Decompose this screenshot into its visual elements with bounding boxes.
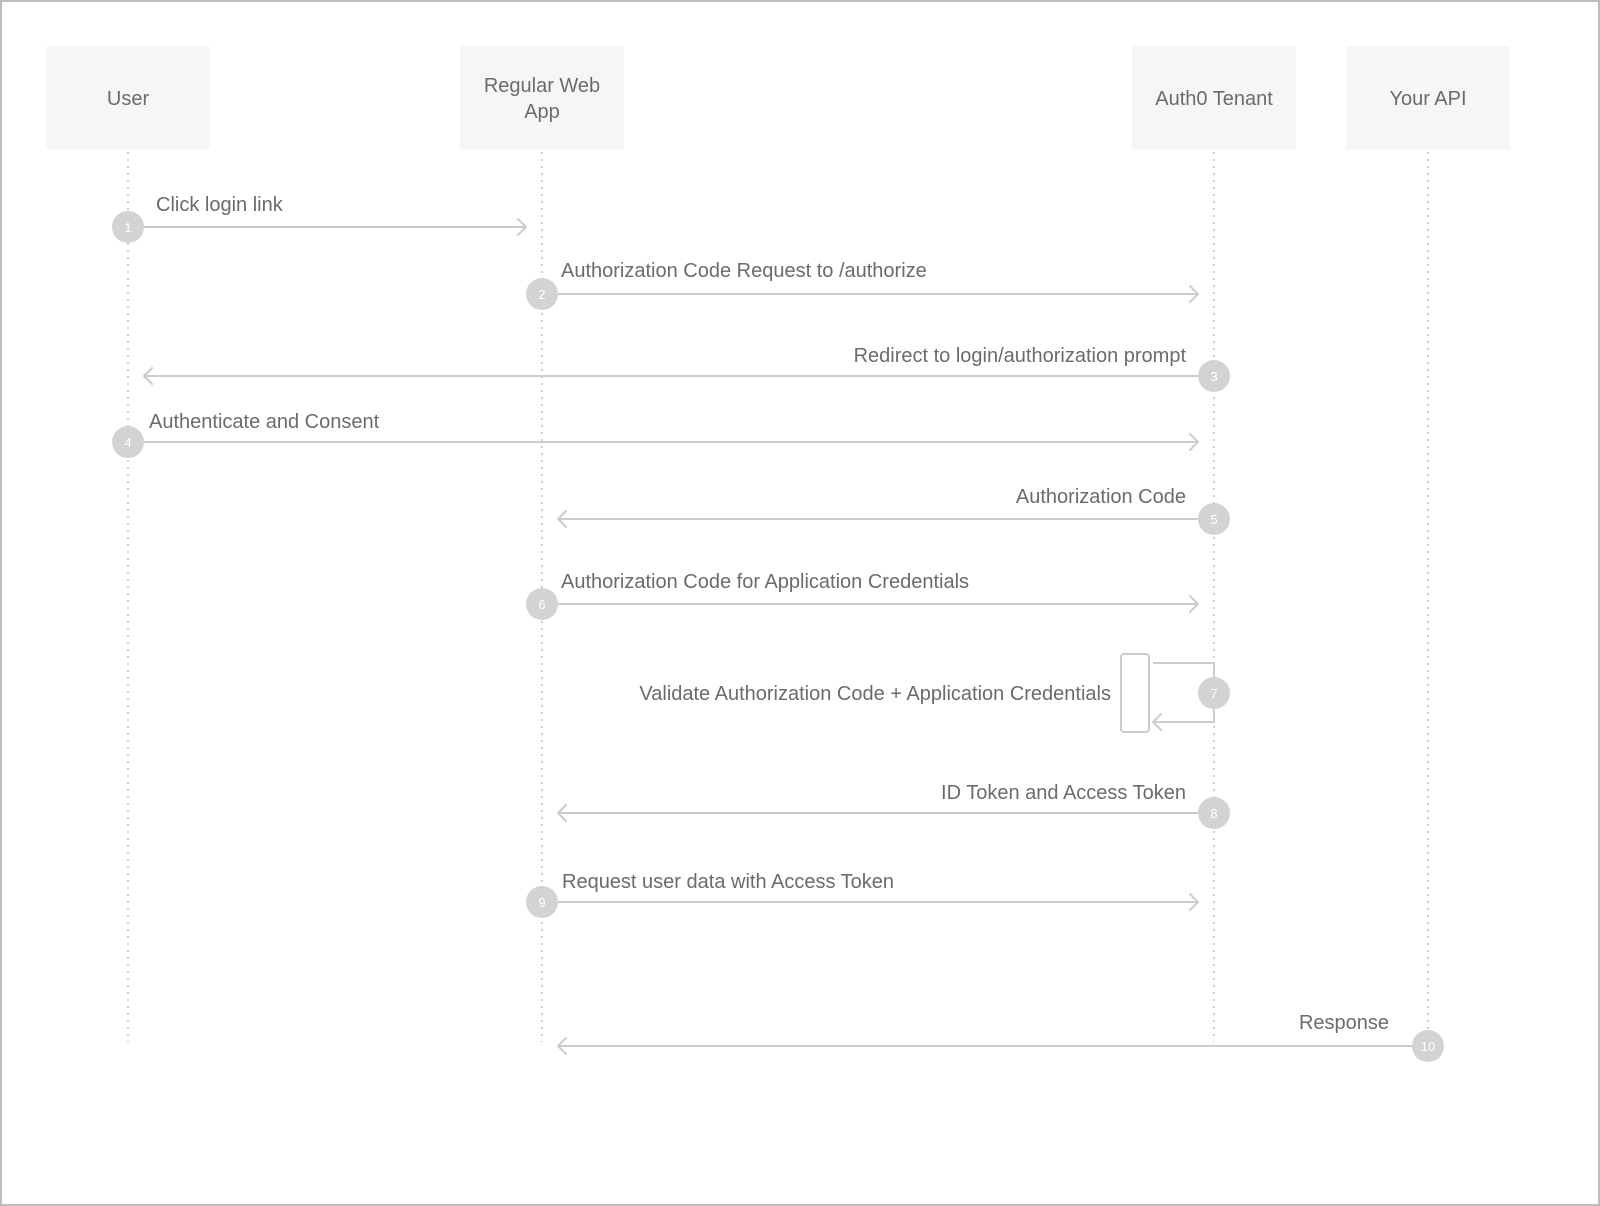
step-number: 8: [1210, 806, 1217, 821]
actor-box-webapp: [460, 46, 624, 150]
message-7: 7 Validate Authorization Code + Applicati…: [639, 653, 1230, 733]
actor-label-tenant: Auth0 Tenant: [1155, 88, 1273, 110]
message-label: Click login link: [156, 194, 284, 216]
arrowhead: [517, 218, 527, 236]
message-label: Authorization Code for Application Crede…: [561, 571, 969, 593]
actor-box-tenant: [1132, 46, 1296, 150]
message-label: Response: [1299, 1012, 1389, 1034]
message-9: 9 Request user data with Access Token: [526, 871, 1199, 918]
actor-label-webapp: App: [524, 101, 560, 123]
message-label: Redirect to login/authorization prompt: [854, 345, 1187, 367]
message-1: 1 Click login link: [112, 194, 527, 243]
arrowhead: [1152, 713, 1162, 731]
step-number: 7: [1210, 686, 1217, 701]
step-circle: [112, 426, 144, 458]
message-label: Authorization Code: [1016, 486, 1186, 508]
activation-box: [1120, 653, 1150, 733]
arrowhead: [557, 804, 567, 822]
step-circle: [1412, 1030, 1444, 1062]
arrowhead: [1189, 285, 1199, 303]
step-circle: [526, 886, 558, 918]
step-circle: [1198, 677, 1230, 709]
step-circle: [112, 211, 144, 243]
step-number: 6: [538, 597, 545, 612]
message-5: 5 Authorization Code: [557, 486, 1230, 535]
arrowhead: [1189, 595, 1199, 613]
actor-label-webapp: Regular Web: [484, 75, 600, 97]
step-number: 4: [124, 435, 131, 450]
actor-box-api: [1346, 46, 1510, 150]
step-number: 10: [1421, 1039, 1435, 1054]
actor-api: Your API: [1346, 46, 1510, 150]
message-label: Request user data with Access Token: [562, 871, 894, 893]
step-circle: [1198, 503, 1230, 535]
message-label: Validate Authorization Code + Applicatio…: [639, 683, 1111, 705]
step-circle: [1198, 797, 1230, 829]
message-label: Authenticate and Consent: [149, 411, 380, 433]
message-3: 3 Redirect to login/authorization prompt: [143, 345, 1230, 392]
arrowhead: [1189, 893, 1199, 911]
arrowhead: [557, 1037, 567, 1055]
message-10: 10 Response: [557, 1012, 1444, 1062]
actor-label-user: User: [107, 88, 150, 110]
step-number: 9: [538, 895, 545, 910]
actor-tenant: Auth0 Tenant: [1132, 46, 1296, 150]
arrowhead: [143, 367, 153, 385]
actor-box-user: [46, 46, 210, 150]
step-circle: [526, 588, 558, 620]
step-number: 2: [538, 287, 545, 302]
step-circle: [1198, 360, 1230, 392]
step-number: 5: [1210, 512, 1217, 527]
message-4: 4 Authenticate and Consent: [112, 411, 1199, 458]
lifelines-layer: [127, 152, 1429, 1042]
actor-label-api: Your API: [1389, 88, 1466, 110]
message-8: 8 ID Token and Access Token: [557, 782, 1230, 829]
message-2: 2 Authorization Code Request to /authoriz…: [526, 260, 1199, 310]
arrowhead: [1189, 433, 1199, 451]
step-circle: [526, 278, 558, 310]
step-number: 3: [1210, 369, 1217, 384]
message-6: 6 Authorization Code for Application Cred…: [526, 571, 1199, 620]
message-label: Authorization Code Request to /authorize: [561, 260, 927, 282]
actor-user: User: [46, 46, 210, 150]
message-label: ID Token and Access Token: [941, 782, 1186, 804]
arrowhead: [557, 510, 567, 528]
step-number: 1: [124, 220, 131, 235]
